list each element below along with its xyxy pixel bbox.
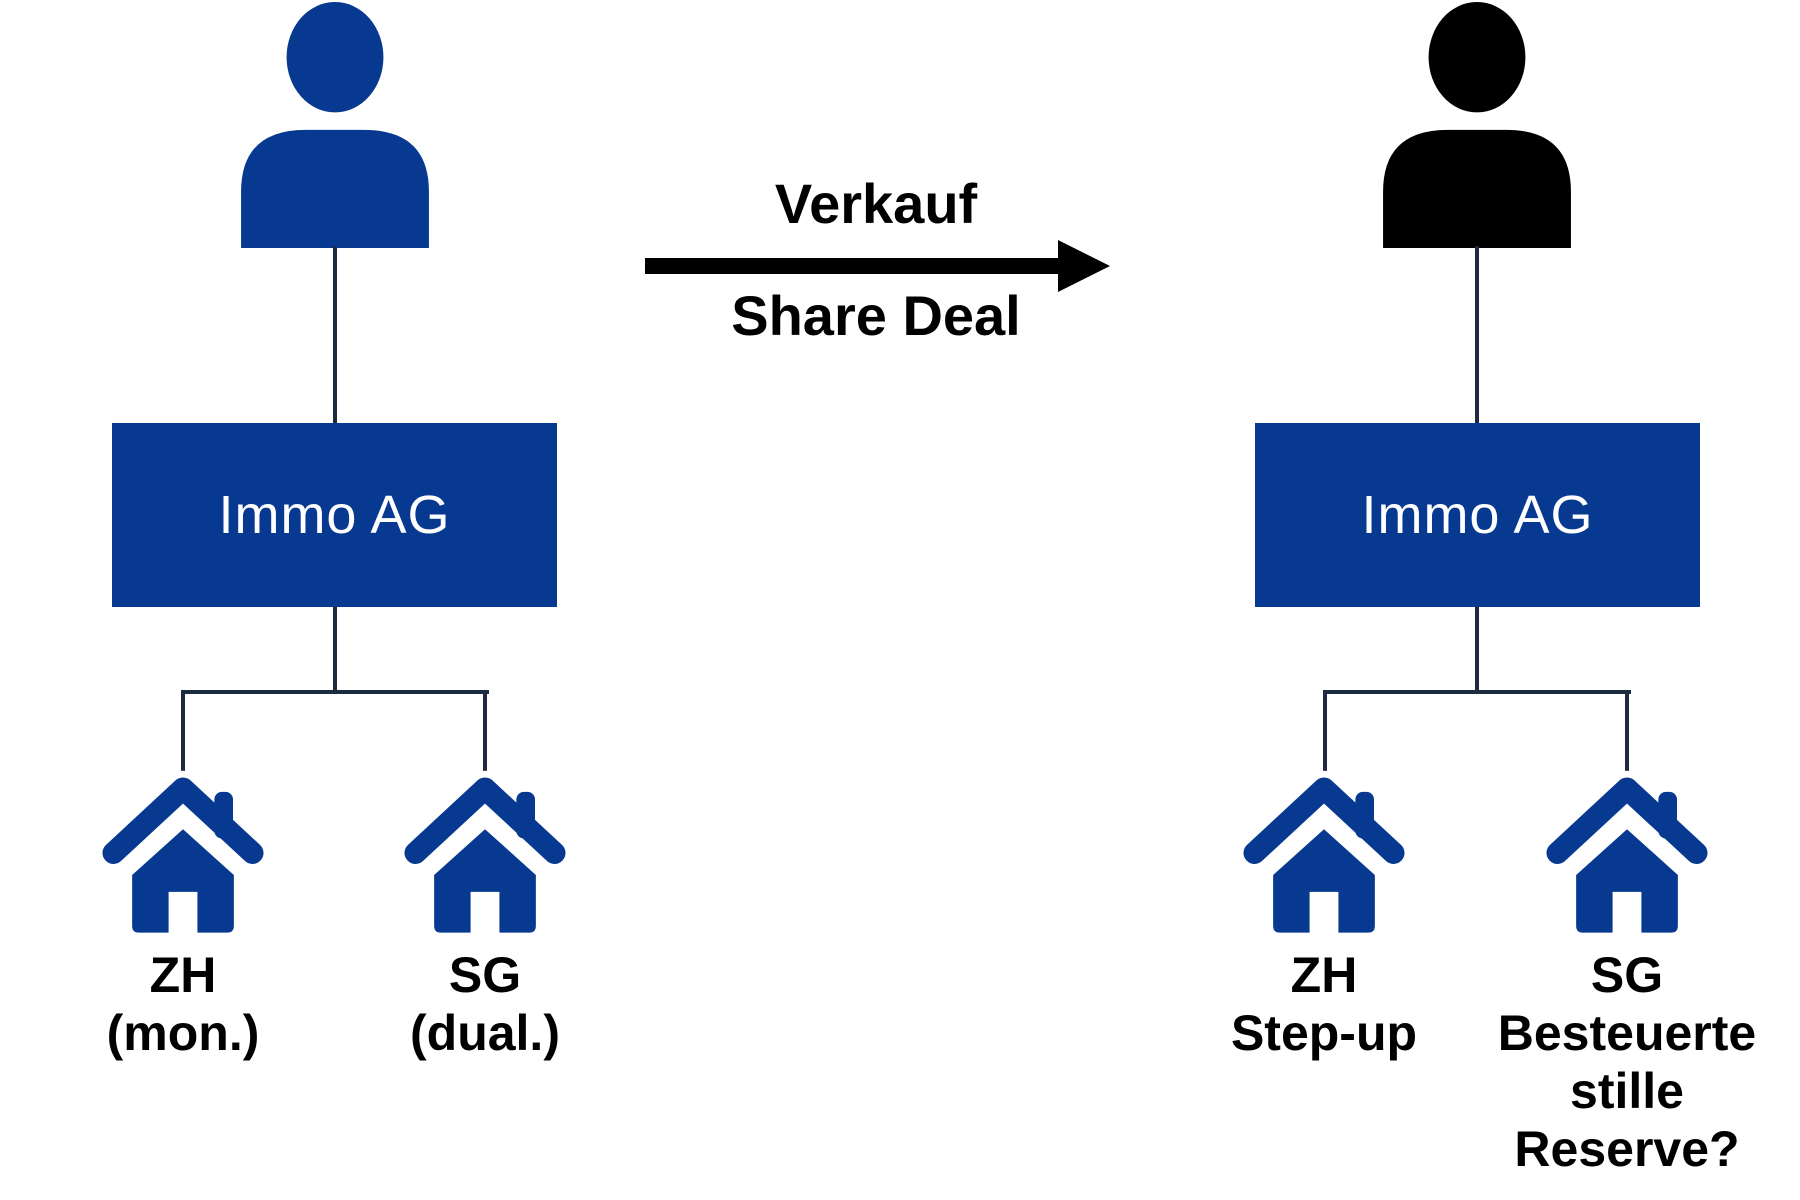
- house-icon: [1542, 770, 1712, 933]
- property-label-zh-left: ZH (mon.): [33, 946, 333, 1062]
- company-label-left: Immo AG: [218, 485, 451, 545]
- label-line: (mon.): [106, 1005, 260, 1061]
- connector-person-to-company-right: [1475, 246, 1479, 423]
- connector-drop-right-2: [1625, 690, 1629, 772]
- label-line: Step-up: [1230, 1005, 1418, 1061]
- person-icon: [241, 2, 429, 248]
- label-line: Besteuerte: [1497, 1005, 1757, 1061]
- house-icon: [400, 770, 570, 933]
- connector-company-stem-left: [333, 607, 337, 692]
- connector-drop-left-2: [483, 690, 487, 772]
- arrow-right-icon: [645, 240, 1110, 292]
- house-icon: [1239, 770, 1409, 933]
- connector-branch-left: [181, 690, 489, 694]
- company-box-left: Immo AG: [112, 423, 557, 607]
- connector-person-to-company-left: [333, 246, 337, 423]
- label-line: ZH: [149, 947, 217, 1003]
- connector-company-stem-right: [1475, 607, 1479, 692]
- company-label-right: Immo AG: [1361, 485, 1594, 545]
- connector-drop-right-1: [1323, 690, 1327, 772]
- property-label-sg-right: SG Besteuerte stille Reserve?: [1477, 946, 1777, 1178]
- label-line: (dual.): [410, 1005, 560, 1061]
- connector-branch-right: [1323, 690, 1631, 694]
- person-icon: [1383, 2, 1571, 248]
- house-icon: [98, 770, 268, 933]
- label-line: Reserve?: [1514, 1121, 1740, 1177]
- company-box-right: Immo AG: [1255, 423, 1700, 607]
- transaction-label-bottom: Share Deal: [731, 284, 1021, 347]
- label-line: SG: [1590, 947, 1664, 1003]
- connector-drop-left-1: [181, 690, 185, 772]
- label-line: SG: [448, 947, 522, 1003]
- property-label-sg-left: SG (dual.): [335, 946, 635, 1062]
- label-line: stille: [1570, 1063, 1684, 1119]
- transaction-label-top: Verkauf: [774, 172, 978, 235]
- label-line: ZH: [1290, 947, 1358, 1003]
- property-label-zh-right: ZH Step-up: [1174, 946, 1474, 1062]
